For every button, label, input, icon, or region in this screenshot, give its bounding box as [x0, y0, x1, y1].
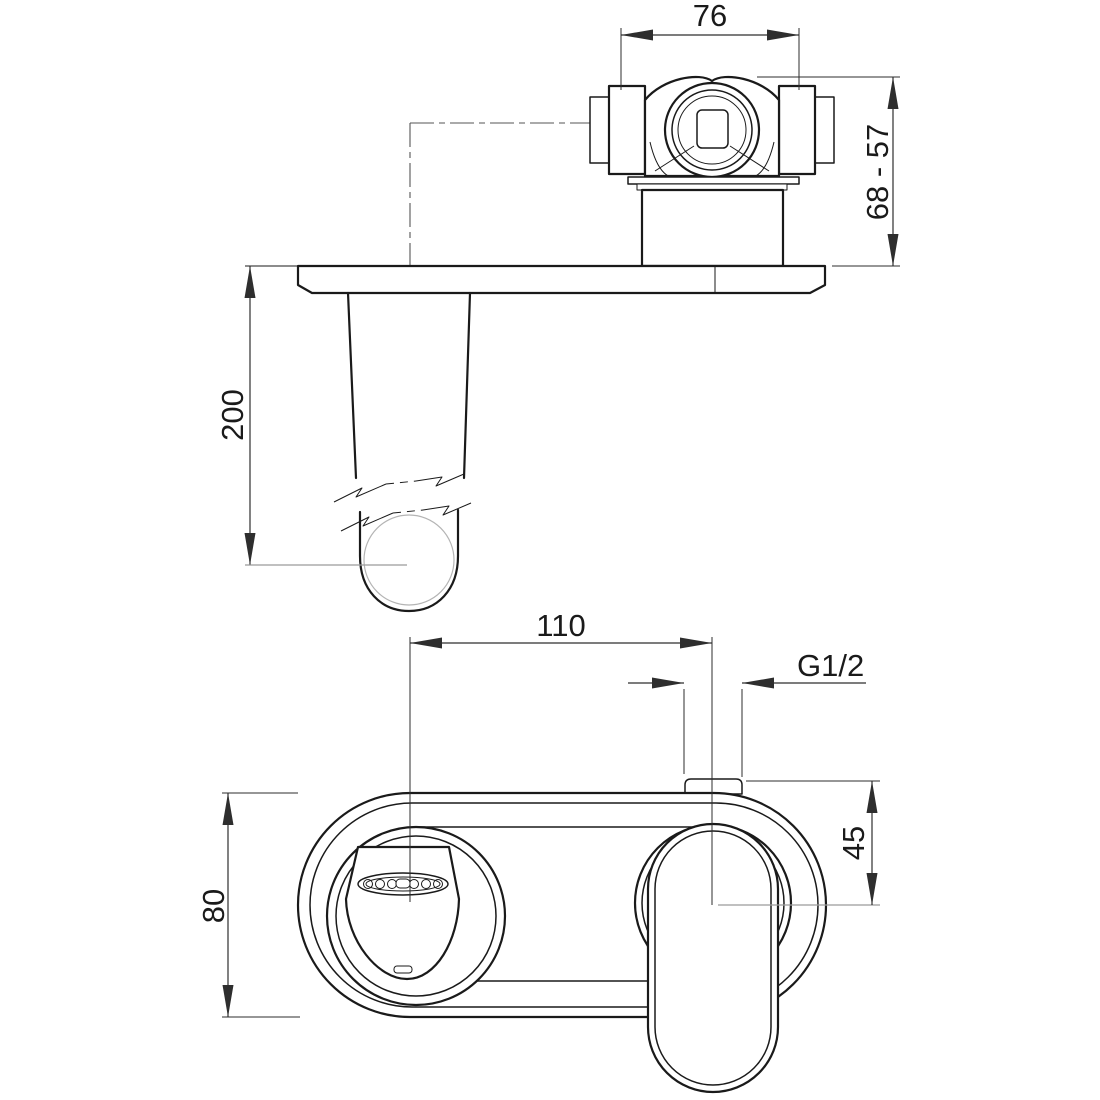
- extension-lines: [683, 689, 743, 777]
- dimension-plate-height-label: 80: [196, 889, 231, 923]
- protection-sleeve: [640, 188, 785, 268]
- dimension-spout-to-handle-label: 110: [536, 608, 585, 643]
- cartridge-ring-outer: [663, 81, 761, 179]
- valve-body-webs: [649, 141, 775, 189]
- arrowhead-bottom: [244, 533, 256, 565]
- inlet-cap-left: [589, 96, 610, 164]
- extension-lines: [222, 792, 300, 1018]
- extension-lines: [757, 76, 900, 267]
- break-line-upper: [333, 473, 465, 503]
- inlet-cap-right: [814, 96, 835, 164]
- dimension-spout-projection-label: 200: [215, 389, 250, 441]
- dimension-thread-label: G1/2: [797, 648, 864, 683]
- break-line-upper-dashed: [385, 480, 417, 485]
- valve-body: [589, 75, 835, 268]
- arrowhead-top: [866, 781, 878, 813]
- spout-outlet-bore: [363, 514, 455, 606]
- spout-outlet: [358, 508, 460, 613]
- dimension-connector-offset-label: 45: [836, 826, 871, 860]
- dimension-install-depth: 68 - 57: [757, 76, 900, 267]
- arrowhead-left: [410, 637, 442, 649]
- arrowhead-bottom: [222, 985, 234, 1017]
- arrowhead-left: [621, 29, 653, 41]
- arrowhead-bottom: [866, 873, 878, 905]
- side-view: 76 68 - 57 200: [215, 0, 900, 613]
- dimension-body-width: 76: [620, 0, 800, 90]
- extension-lines: [409, 637, 713, 905]
- dimension-connector-offset: 45: [718, 780, 880, 906]
- front-view: 110 G1/2 45 80: [196, 608, 880, 1094]
- cartridge-ring-middle: [671, 89, 753, 171]
- cartridge-square-socket: [696, 109, 729, 149]
- arrowhead-top: [244, 266, 256, 298]
- arrowhead-top: [222, 793, 234, 825]
- spout-bottom-detail: [393, 965, 413, 974]
- aerator-ring-outer: [357, 872, 449, 896]
- dimension-spout-to-handle: 110: [409, 608, 713, 905]
- extension-lines: [620, 28, 800, 90]
- lever-handle: [646, 822, 780, 1094]
- aerator-slot: [395, 878, 411, 889]
- arrowhead-left-pointing: [742, 677, 774, 689]
- arrowhead-bottom: [887, 234, 899, 266]
- dimension-thread: G1/2: [628, 648, 866, 777]
- wall-plate-profile: [296, 264, 827, 295]
- valve-flange: [627, 176, 800, 185]
- arrowhead-top: [887, 77, 899, 109]
- dimension-plate-height: 80: [196, 792, 300, 1018]
- dimension-body-width-label: 76: [693, 0, 727, 33]
- break-line-lower-dashed: [392, 509, 424, 514]
- handle-front: [633, 822, 793, 1094]
- thread-stub: [684, 778, 743, 795]
- spout-tube-edges: [346, 291, 472, 480]
- dimension-spout-projection: 200: [215, 266, 407, 566]
- arrowhead-right: [680, 637, 712, 649]
- arrowhead-right: [767, 29, 799, 41]
- inlet-port-left: [607, 84, 647, 176]
- dimension-install-depth-label: 68 - 57: [860, 124, 895, 221]
- spout-front: [325, 825, 507, 1007]
- arrowhead-right-pointing: [652, 677, 684, 689]
- lever-handle-inner-contour: [654, 830, 772, 1086]
- spout-escutcheon-inner: [335, 835, 497, 997]
- spout-side: [333, 291, 472, 613]
- cartridge-ring-inner: [677, 95, 747, 165]
- aerator-ring-inner: [365, 876, 441, 892]
- inlet-port-right: [777, 84, 817, 176]
- wall-plate-side: [245, 264, 827, 295]
- break-line-lower: [340, 502, 472, 532]
